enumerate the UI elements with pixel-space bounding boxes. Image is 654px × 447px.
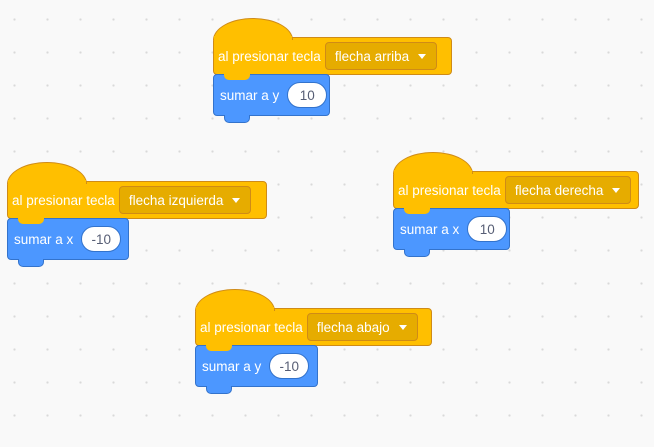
change-x-block[interactable]: sumar a x 10	[393, 208, 510, 257]
key-dropdown[interactable]: flecha abajo	[306, 313, 418, 341]
key-dropdown[interactable]: flecha izquierda	[118, 186, 252, 214]
dropdown-arrow-icon	[612, 187, 621, 193]
when-key-pressed-block[interactable]: al presionar tecla flecha abajo	[195, 289, 432, 346]
block-label: sumar a x	[14, 231, 74, 247]
dropdown-arrow-icon	[398, 324, 407, 330]
when-key-pressed-block[interactable]: al presionar tecla flecha arriba	[213, 18, 452, 75]
hat-label: al presionar tecla	[200, 319, 303, 335]
key-dropdown[interactable]: flecha arriba	[324, 42, 438, 70]
block-label: sumar a y	[220, 87, 280, 103]
value-input[interactable]: 10	[287, 82, 328, 108]
when-key-pressed-block[interactable]: al presionar tecla flecha derecha	[393, 152, 639, 209]
script-right-arrow[interactable]: al presionar tecla flecha derecha sumar …	[393, 152, 639, 257]
block-label: sumar a y	[202, 358, 262, 374]
value-input[interactable]: -10	[81, 226, 122, 252]
block-label: sumar a x	[400, 221, 460, 237]
hat-label: al presionar tecla	[12, 192, 115, 208]
value-input[interactable]: -10	[269, 353, 310, 379]
script-down-arrow[interactable]: al presionar tecla flecha abajo sumar a …	[195, 289, 432, 394]
when-key-pressed-block[interactable]: al presionar tecla flecha izquierda	[7, 162, 267, 219]
dropdown-arrow-icon	[232, 197, 241, 203]
script-up-arrow[interactable]: al presionar tecla flecha arriba sumar a…	[213, 18, 452, 123]
dropdown-arrow-icon	[418, 53, 427, 59]
change-y-block[interactable]: sumar a y 10	[213, 74, 330, 123]
value-input[interactable]: 10	[467, 216, 508, 242]
hat-label: al presionar tecla	[398, 182, 501, 198]
hat-label: al presionar tecla	[218, 48, 321, 64]
key-dropdown[interactable]: flecha derecha	[504, 176, 632, 204]
change-y-block[interactable]: sumar a y -10	[195, 345, 318, 394]
script-left-arrow[interactable]: al presionar tecla flecha izquierda suma…	[7, 162, 267, 267]
change-x-block[interactable]: sumar a x -10	[7, 218, 129, 267]
